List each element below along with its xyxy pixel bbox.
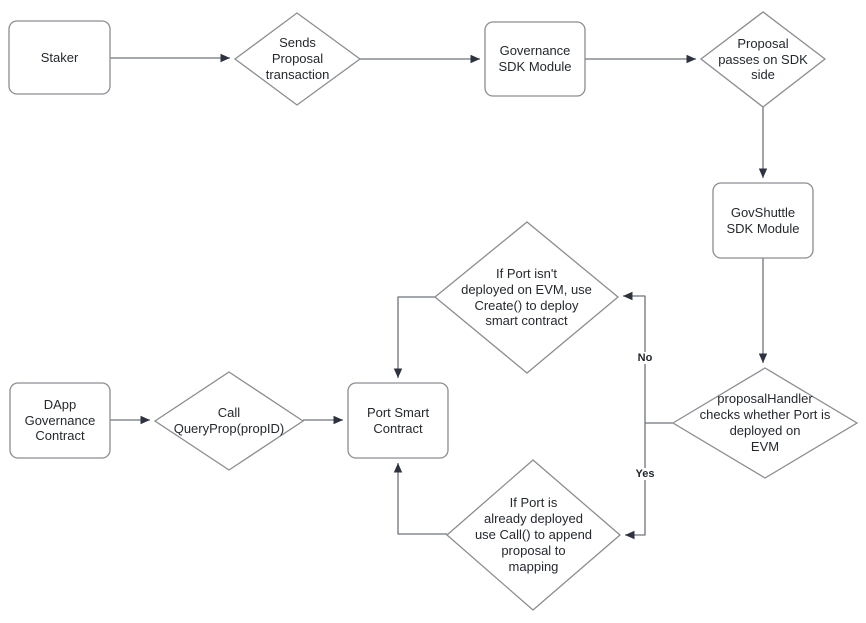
edge-call-append-to-port-smart — [393, 463, 447, 535]
staker-box — [8, 20, 111, 95]
sends-proposal-diamond — [233, 12, 362, 106]
edge-yes-proposal-handler-to-call-append — [625, 423, 646, 540]
call-append-diamond — [446, 459, 621, 611]
edge-label-yes: Yes — [632, 468, 658, 480]
edge-label-no: No — [634, 352, 656, 364]
governance-sdk-box — [484, 21, 586, 97]
create-port-diamond — [433, 221, 620, 374]
govshuttle-box — [712, 182, 814, 259]
dapp-governance-box — [9, 382, 111, 459]
port-smart-box — [347, 382, 449, 459]
proposal-handler-diamond — [671, 367, 859, 479]
proposal-passes-diamond — [699, 11, 827, 108]
query-prop-diamond — [153, 371, 305, 471]
edge-create-port-to-port-smart — [393, 296, 435, 378]
